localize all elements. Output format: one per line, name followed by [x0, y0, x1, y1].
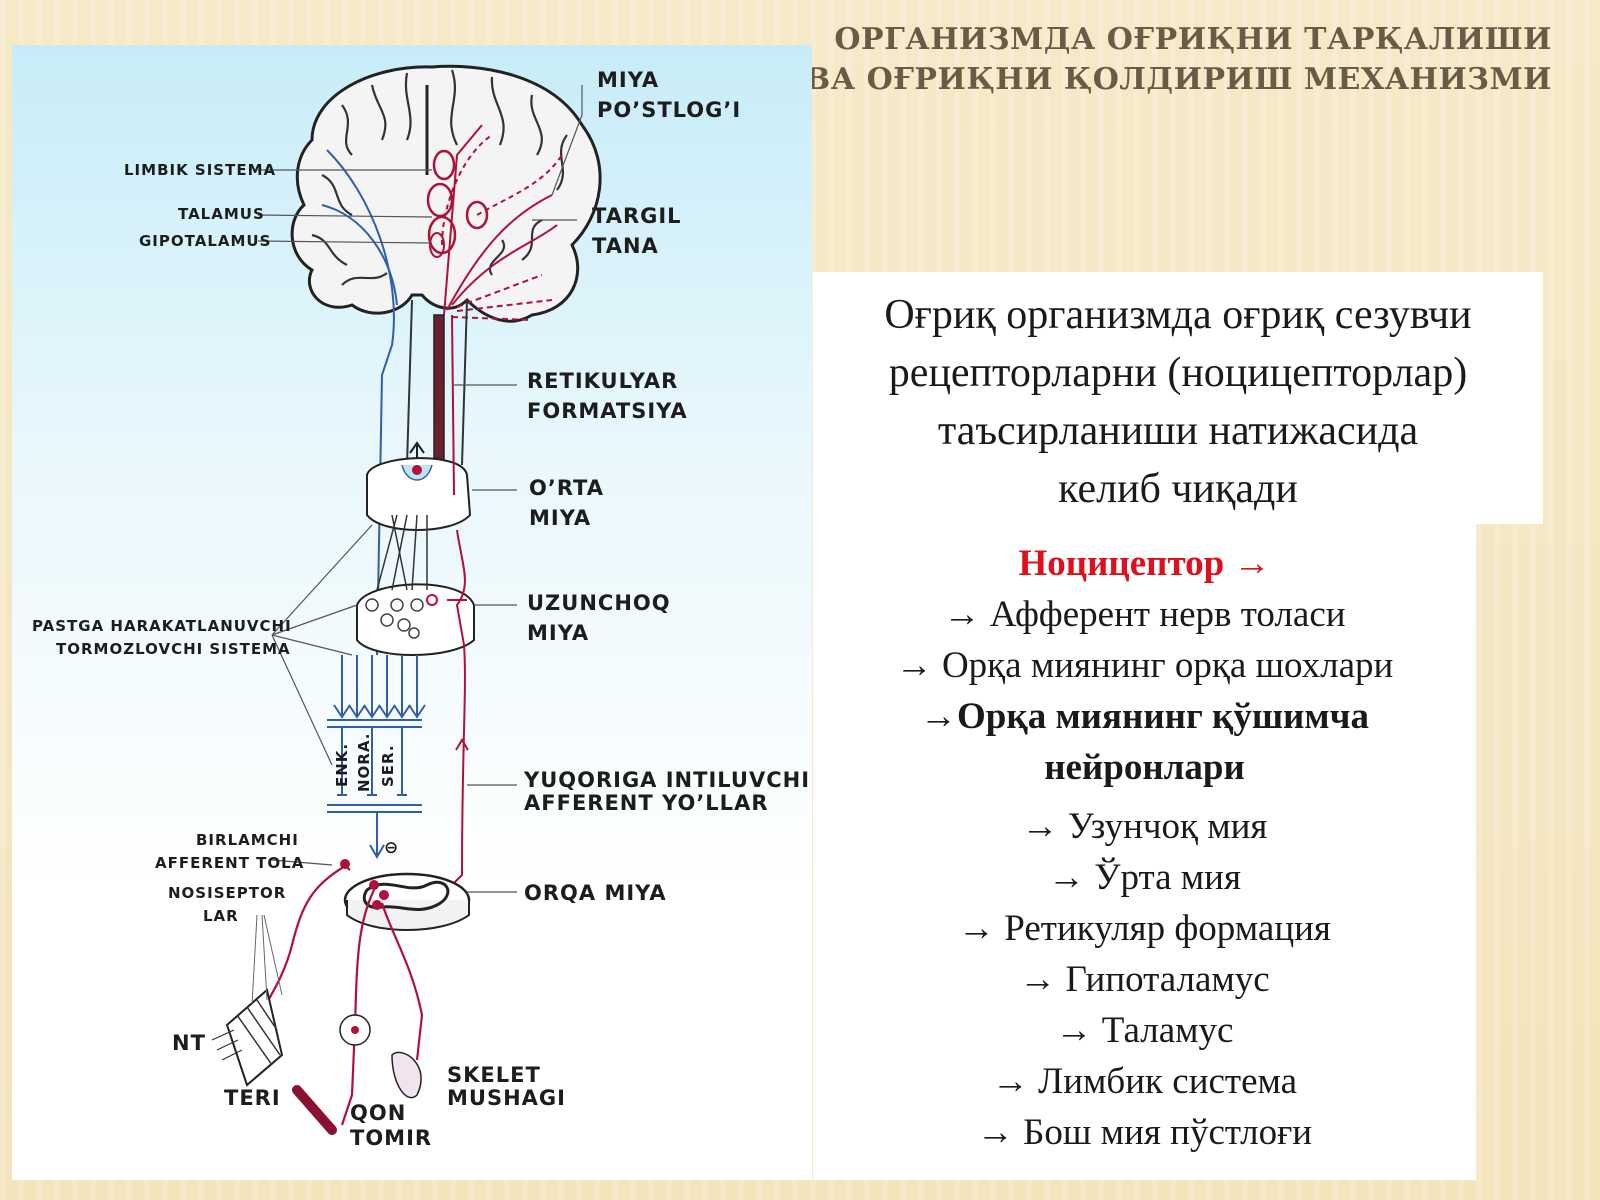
midbrain-slice — [366, 457, 472, 531]
definition-line: Оғриқ организмда оғриқ сезувчи — [884, 292, 1472, 338]
label-afferent-tola: AFFERENT TOLA — [155, 854, 304, 872]
blood-vessel-illustration — [292, 1085, 337, 1135]
afferent-fiber-node — [340, 859, 350, 869]
blue-descending-arrows — [333, 655, 426, 719]
label-orta-miya: MIYA — [529, 506, 591, 530]
brainstem-stalk — [406, 299, 468, 466]
pathway-step: → Узунчоқ мия — [1021, 806, 1268, 847]
label-miya: MIYA — [597, 68, 659, 92]
inhibition-sign: ⊖ — [384, 838, 399, 858]
pathway-step: → Афферент нерв толаси — [943, 594, 1346, 635]
definition-line: келиб чиқади — [1058, 466, 1298, 512]
pathway-step: → Орқа миянинг орқа шохлари — [895, 645, 1394, 686]
label-gipotalamus: GIPOTALAMUS — [139, 232, 271, 250]
label-nosiseptor: NOSISEPTOR — [168, 884, 286, 902]
label-qon: QON — [350, 1101, 406, 1125]
neurotransmitter-block — [327, 719, 422, 859]
label-afferent-yollar: AFFERENT YO’LLAR — [524, 791, 769, 815]
descending-blue-line-2 — [321, 204, 398, 306]
medulla-slice — [356, 583, 475, 656]
label-postlogi: PO’STLOG’I — [597, 98, 741, 122]
label-tomir: TOMIR — [350, 1126, 432, 1150]
ascending-arrow — [455, 738, 469, 751]
brain-projections — [441, 124, 563, 321]
slide-title-line-2: ВА ОҒРИҚНИ ҚОЛДИРИШ МЕХАНИЗМИ — [804, 62, 1552, 97]
pain-pathway-diagram: ENK. NORA. SER. ⊖ — [12, 45, 812, 1180]
descending-blue-line — [326, 149, 395, 656]
ganglion-dot — [351, 1026, 359, 1034]
slide-title: ОРГАНИЗМДА ОҒРИҚНИ ТАРҚАЛИШИ ВА ОҒРИҚНИ … — [792, 20, 1552, 100]
label-targil: TARGIL — [592, 204, 682, 228]
label-uzunchoq: UZUNCHOQ — [527, 591, 671, 615]
pathway-head: Ноцицептор → — [1018, 543, 1271, 584]
brain-illustration — [290, 64, 602, 323]
skin-illustration — [211, 914, 284, 1087]
label-tormozlovchi: TORMOZLOVCHI SISTEMA — [56, 640, 291, 658]
label-yuqoriga: YUQORIGA INTILUVCHI — [523, 768, 810, 792]
label-lar: LAR — [203, 907, 239, 925]
label-teri: TERI — [224, 1086, 281, 1110]
pathway-step: → Бош мия пўстлоғи — [976, 1112, 1313, 1153]
pain-pathway-list: Ноцицептор → → Афферент нерв толаси → Ор… — [813, 524, 1476, 1180]
label-talamus: TALAMUS — [178, 205, 265, 223]
pathway-step-bold: →Орқа миянинг қўшимча — [920, 696, 1369, 737]
enk-label: ENK. — [333, 743, 351, 787]
pathway-step: → Таламус — [1055, 1010, 1234, 1051]
slide-title-line-1: ОРГАНИЗМДА ОҒРИҚНИ ТАРҚАЛИШИ — [834, 22, 1552, 57]
definition-box: Оғриқ организмда оғриқ сезувчи рецепторл… — [813, 272, 1543, 524]
label-mushagi: MUSHAGI — [447, 1086, 566, 1110]
label-orta: O’RTA — [529, 476, 604, 500]
pathway-step: → Ретикуляр формация — [958, 908, 1331, 949]
pathway-step: → Ўрта мия — [1048, 857, 1241, 898]
label-formatsiya: FORMATSIYA — [527, 399, 688, 423]
label-birlamchi: BIRLAMCHI — [196, 831, 299, 849]
diagram-canvas: ENK. NORA. SER. ⊖ — [32, 64, 810, 1150]
label-orqa-miya: ORQA MIYA — [524, 881, 667, 905]
descending-fibers — [376, 514, 428, 591]
pathway-step: → Лимбик система — [991, 1061, 1298, 1102]
label-uzunchoq-miya: MIYA — [527, 621, 589, 645]
definition-line: таъсирланиши натижасида — [937, 408, 1419, 454]
ser-label: SER. — [379, 744, 397, 787]
label-nt: NT — [172, 1031, 206, 1055]
pathway-step: → Гипоталамус — [1019, 959, 1270, 1000]
spinal-cord-slice — [343, 872, 471, 931]
label-limbik: LIMBIK SISTEMA — [124, 161, 276, 179]
label-tana: TANA — [592, 234, 659, 258]
nora-label: NORA. — [355, 733, 373, 792]
ascending-red-line — [451, 314, 466, 886]
label-skelet: SKELET — [447, 1063, 541, 1087]
label-pastga: PASTGA HARAKATLANUVCHI — [32, 617, 292, 635]
skeletal-muscle-illustration — [391, 1051, 422, 1099]
definition-line: рецепторларни (ноцицепторлар) — [888, 350, 1468, 396]
pathway-step-bold: нейронлари — [1044, 747, 1245, 788]
leader-lines — [257, 85, 583, 893]
label-retikulyar: RETIKULYAR — [527, 369, 678, 393]
